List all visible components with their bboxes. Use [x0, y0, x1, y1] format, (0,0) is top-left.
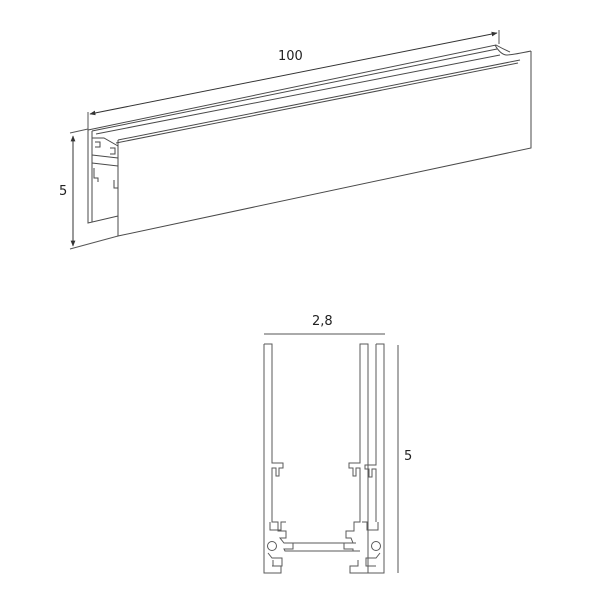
section-height-label: 5	[404, 449, 412, 464]
isometric-profile-view	[69, 30, 532, 250]
cross-section-view	[263, 333, 399, 574]
length-label: 100	[278, 49, 303, 64]
profile-outline-left	[264, 343, 369, 574]
length-dimension-line	[89, 31, 498, 116]
isometric-height-label: 5	[59, 184, 67, 199]
section-width-label: 2,8	[312, 314, 333, 329]
